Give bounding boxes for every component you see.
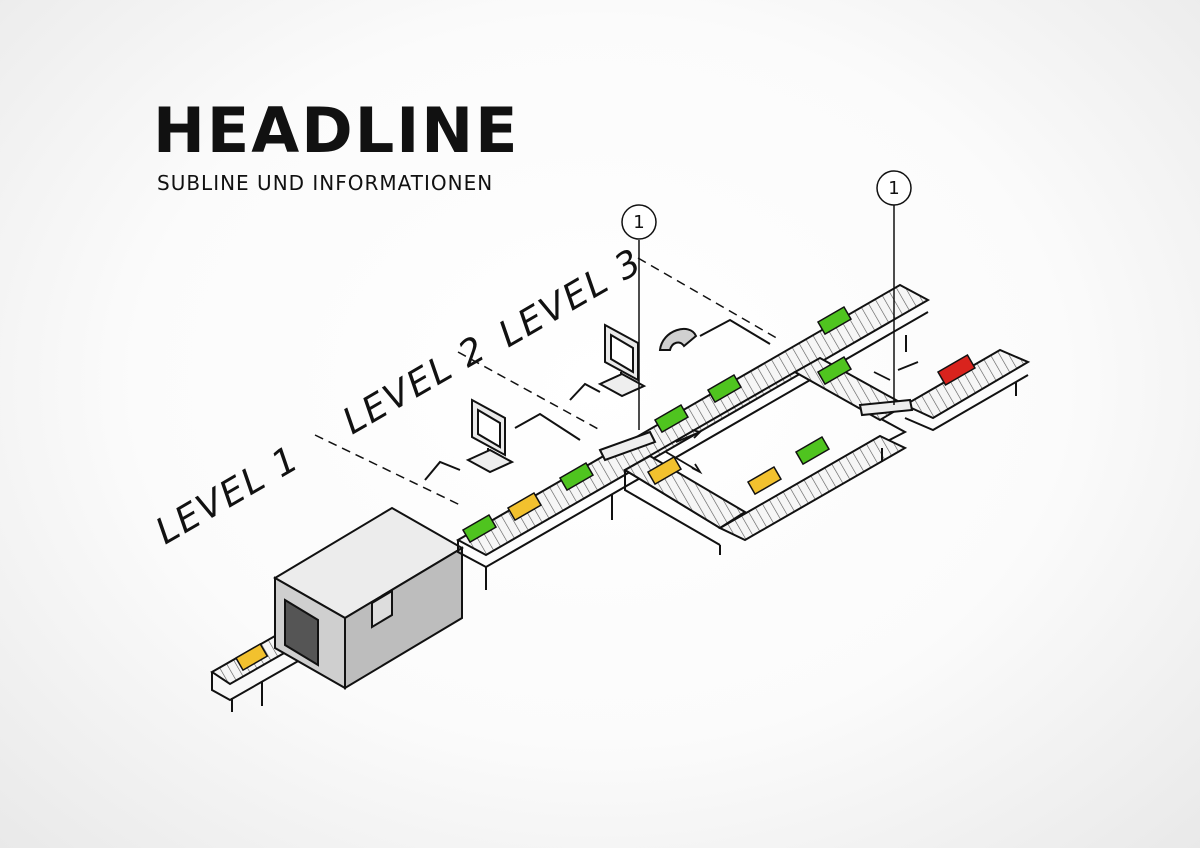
- bag-yellow: [506, 491, 543, 522]
- bag-green: [794, 435, 831, 466]
- level-divider-lines: [314, 257, 781, 506]
- bag-green: [653, 403, 690, 434]
- flow-arrows: [665, 361, 919, 475]
- bag-green: [558, 461, 595, 492]
- marker-2-label: 1: [888, 178, 899, 199]
- diverter-1: [598, 430, 657, 462]
- level-2-label: LEVEL 2: [336, 328, 494, 443]
- marker-callout-2: 1: [876, 170, 912, 405]
- bag-red: [936, 353, 976, 387]
- bags-branch: [646, 353, 976, 496]
- bag-yellow: [646, 455, 683, 486]
- workstation-level-3: [569, 323, 647, 401]
- bag-green: [706, 373, 743, 404]
- marker-1-label: 1: [633, 212, 644, 233]
- bag-green: [816, 355, 853, 386]
- scanner-device: [658, 318, 771, 351]
- bag-yellow: [746, 465, 783, 496]
- level-1-label: LEVEL 1: [149, 438, 307, 553]
- bag-entry-yellow: [234, 642, 269, 672]
- bags-main: [461, 305, 853, 544]
- bag-green: [461, 513, 498, 544]
- headline: HEADLINE: [153, 94, 520, 167]
- workstation-level-2: [424, 398, 581, 481]
- subline: SUBLINE UND INFORMATIONEN: [157, 171, 494, 195]
- bag-green: [816, 305, 853, 336]
- main-conveyor: [455, 283, 931, 590]
- xray-machine: [273, 506, 464, 690]
- marker-callout-1: 1: [621, 204, 657, 430]
